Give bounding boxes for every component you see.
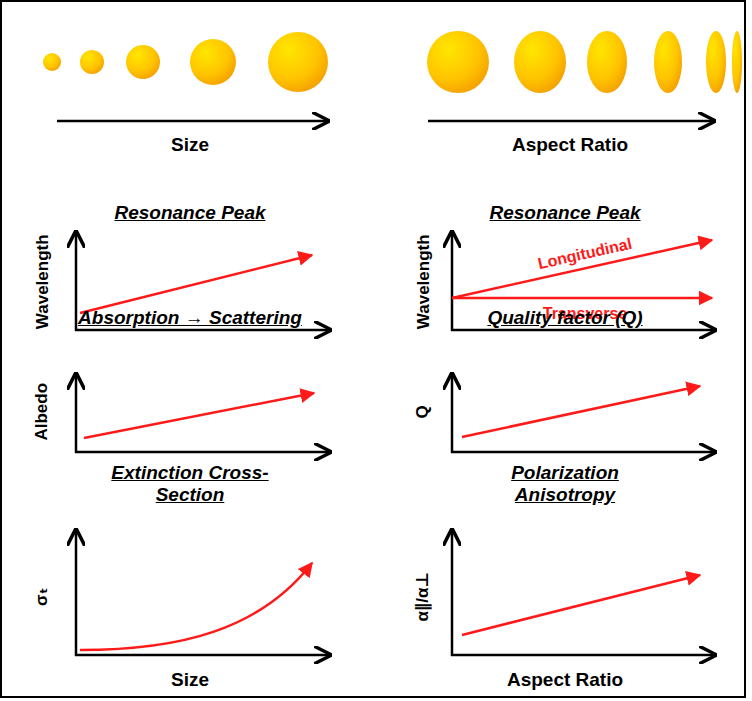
chart-title: Resonance Peak — [114, 202, 265, 224]
nanoparticles — [43, 32, 328, 92]
chart-title: Resonance Peak — [489, 202, 640, 224]
chart-title: Absorption → Scattering — [78, 307, 302, 329]
chart-title: Extinction Cross- Section — [98, 462, 283, 506]
y-axis-label: α∥/α⊥ — [413, 572, 433, 622]
y-axis-label: Wavelength — [32, 235, 52, 330]
chart-title: Polarization Anisotropy — [473, 462, 658, 506]
trend-arrows — [80, 240, 712, 650]
x-axis-label: Size — [171, 134, 209, 156]
y-axis-label: Q — [413, 405, 433, 418]
x-axis-label: Aspect Ratio — [512, 134, 628, 156]
chart-title: Quality factor (Q) — [487, 307, 642, 329]
y-axis-label: Wavelength — [413, 235, 433, 330]
x-axis-label: Size — [171, 669, 209, 691]
nanorods — [427, 31, 742, 93]
y-axis-label: Albedo — [32, 383, 52, 441]
axes — [57, 121, 715, 656]
x-axis-label: Aspect Ratio — [507, 669, 623, 691]
y-axis-label: σₜ — [32, 588, 52, 606]
